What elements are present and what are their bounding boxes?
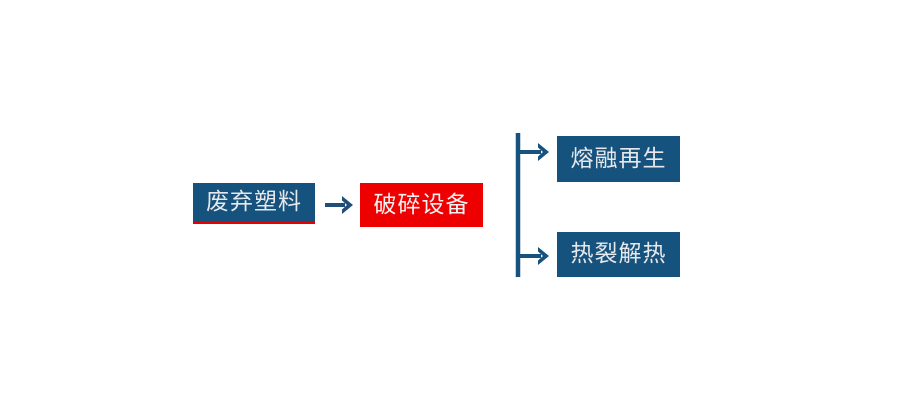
node-melt-regeneration[interactable]: 熔融再生	[557, 136, 680, 182]
node-waste-plastic-label: 废弃塑料	[206, 189, 302, 215]
node-waste-plastic[interactable]: 废弃塑料	[193, 183, 315, 224]
node-crusher[interactable]: 破碎设备	[360, 183, 483, 227]
arrow-right-glyph	[325, 196, 353, 214]
node-melt-regeneration-label: 熔融再生	[570, 145, 667, 172]
node-pyrolysis-label: 热裂解热	[570, 241, 667, 267]
arrow-right-icon	[324, 190, 356, 220]
branch-bracket-connector	[508, 126, 556, 284]
branch-bracket-glyph	[515, 133, 549, 277]
node-crusher-label: 破碎设备	[373, 191, 470, 218]
node-pyrolysis[interactable]: 热裂解热	[557, 232, 680, 277]
